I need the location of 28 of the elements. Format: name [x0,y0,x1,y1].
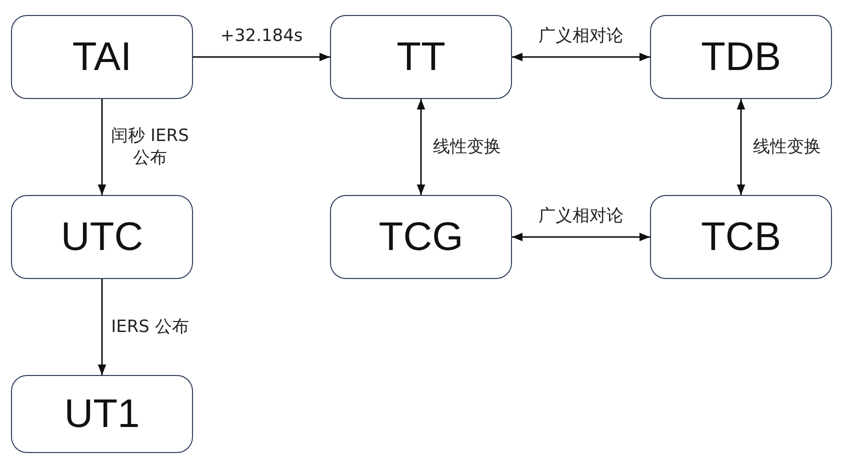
time-scale-name: TCG [378,214,464,260]
arrow [98,279,106,375]
edge-label: 闰秒 IERS 公布 [110,124,190,170]
time-scale-box [330,15,512,99]
arrow [736,99,746,195]
time-scale-box [11,375,193,453]
time-scale-name: UTC [60,214,144,260]
arrow [416,99,426,195]
time-scale-name: TDB [701,34,781,80]
arrow [193,52,330,62]
time-scale-name: UT1 [64,392,140,436]
edge-label: IERS 公布 [110,316,190,338]
arrow [512,52,650,62]
time-scale-box [11,15,193,99]
time-scale-box [650,195,832,279]
arrow [98,99,106,195]
edge-label: 广义相对论 [538,205,624,228]
time-scale-box [11,195,193,279]
time-scale-box [650,15,832,99]
arrow [512,232,650,242]
time-scale-box [330,195,512,279]
edge-label: +32.184s [220,25,303,48]
edge-label: 线性变换 [753,136,821,158]
edge-label: 广义相对论 [538,25,624,48]
time-scale-name: TT [396,34,446,80]
edge-label: 线性变换 [433,136,501,158]
time-scale-name: TCB [701,214,781,260]
time-scale-name: TAI [72,34,132,80]
